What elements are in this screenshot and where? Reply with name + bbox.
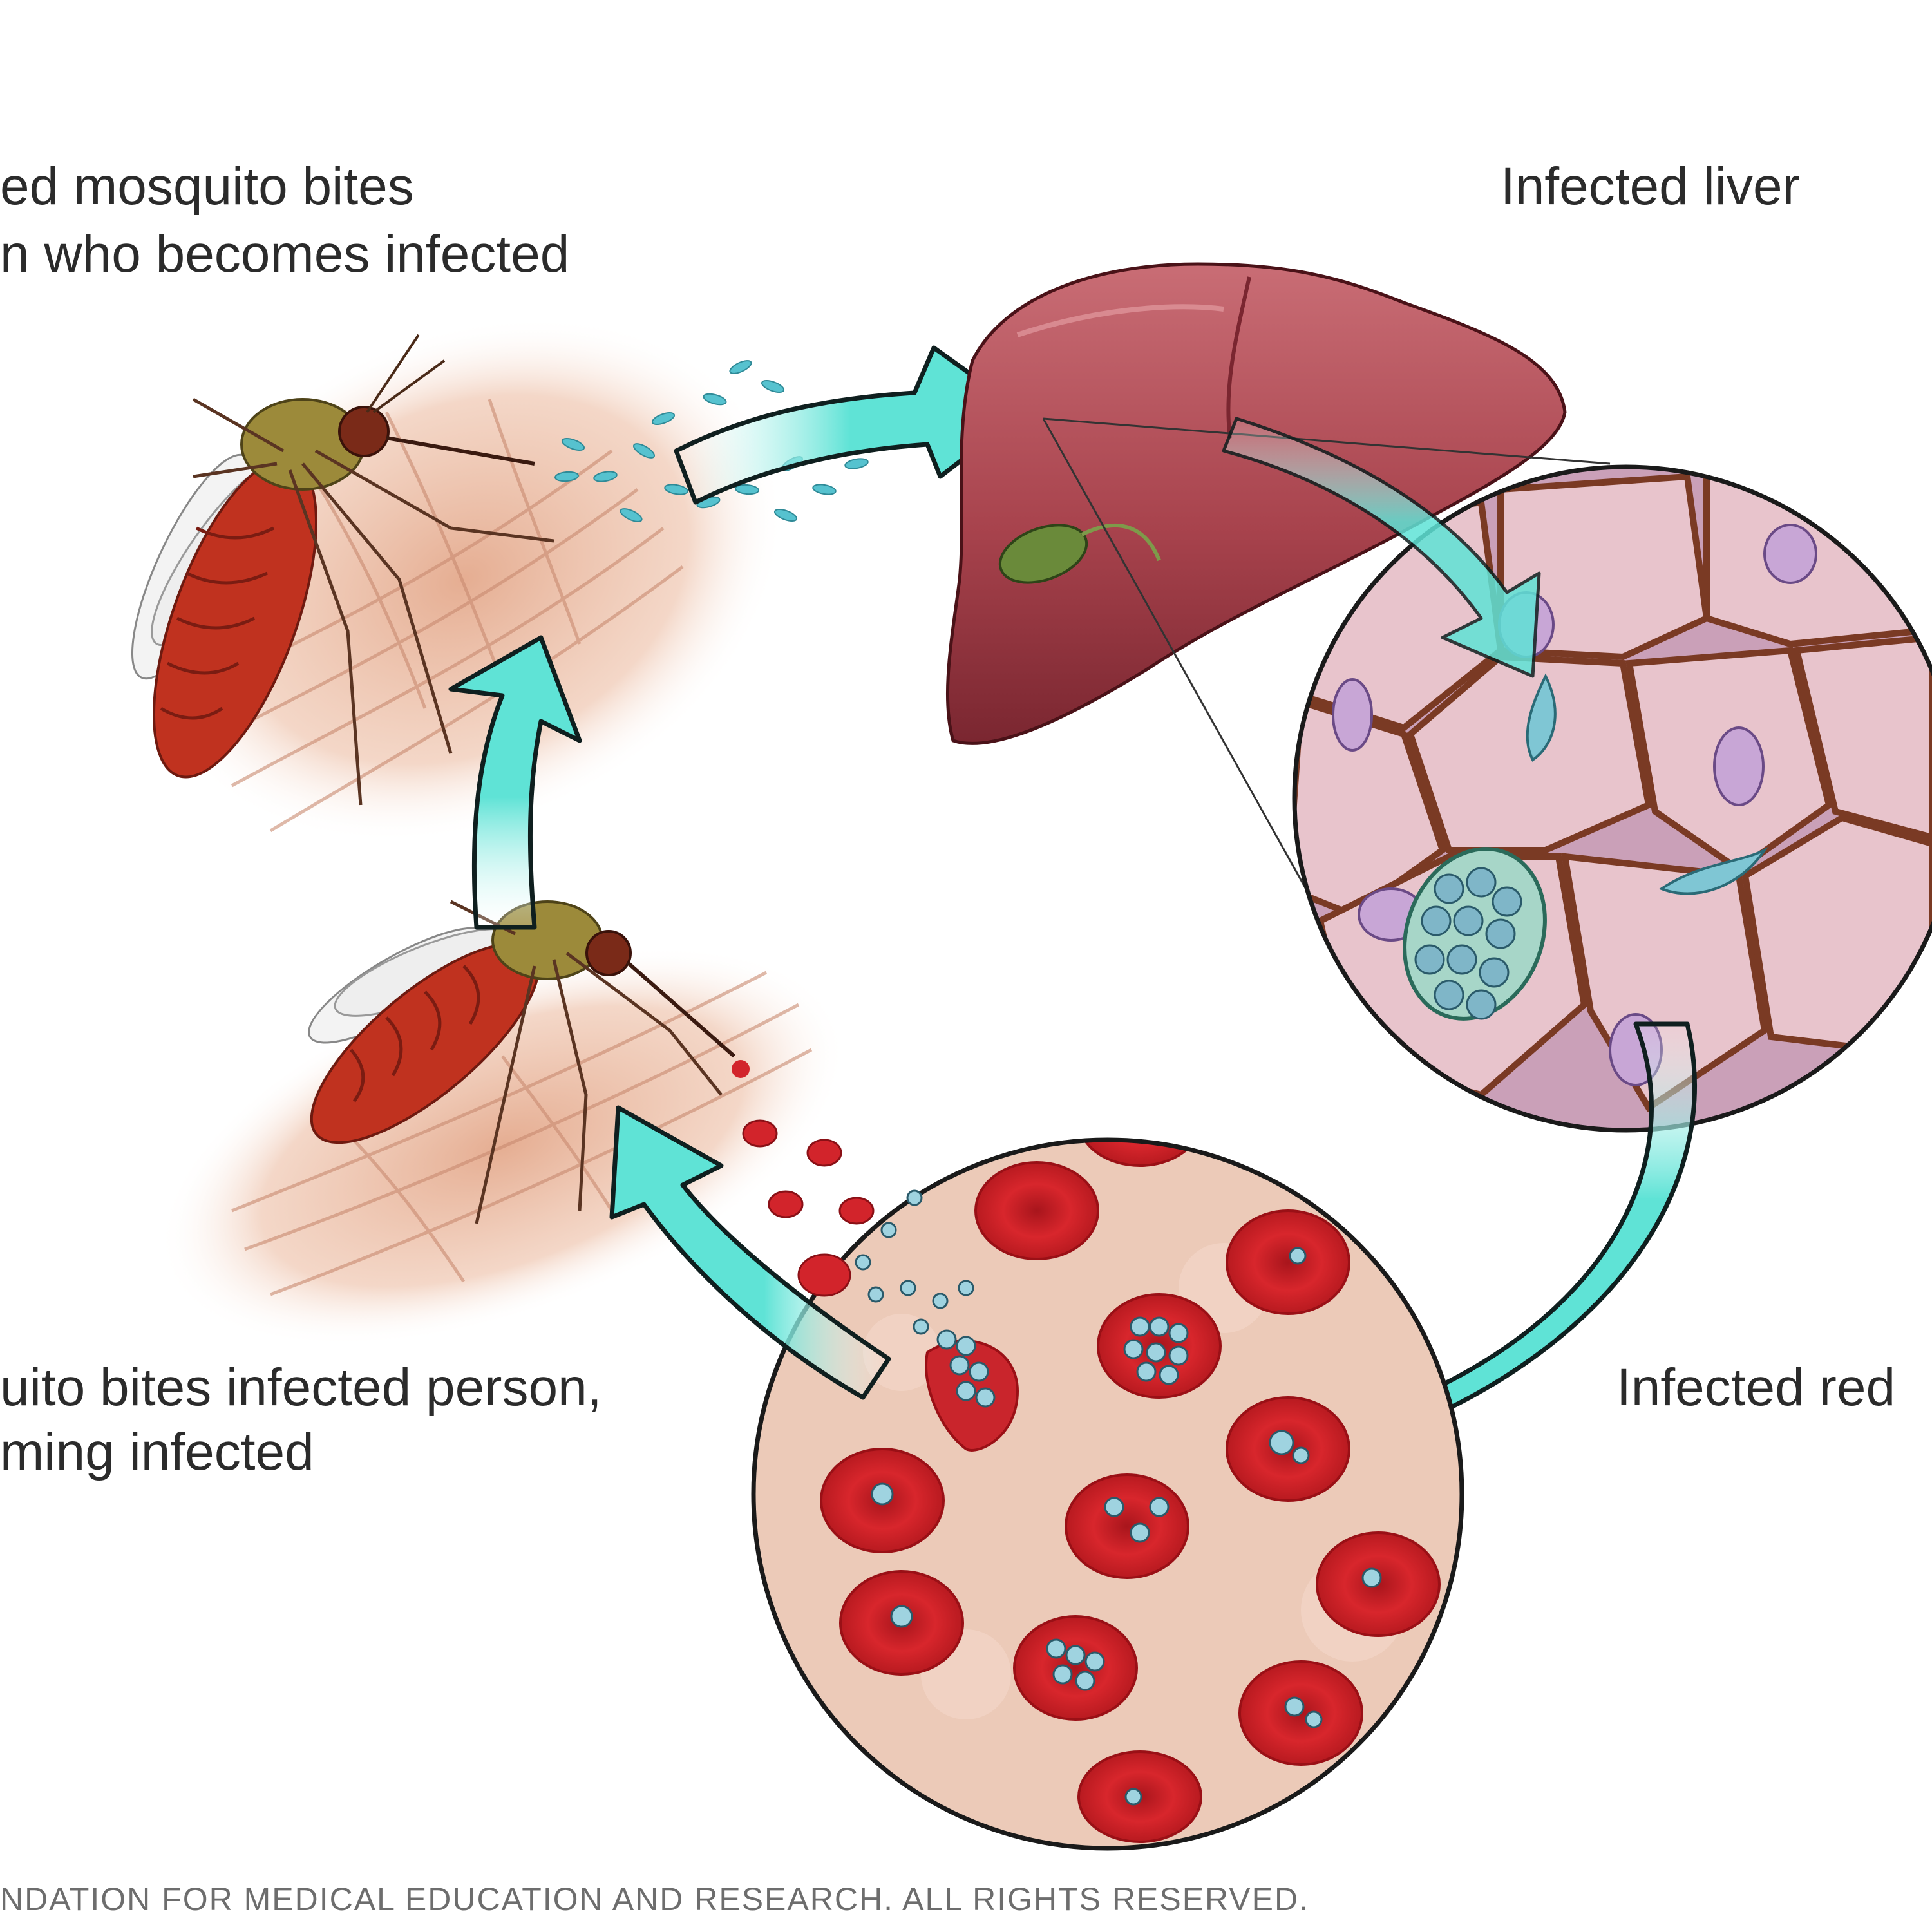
arrow-blood-to-mosquito	[609, 1105, 891, 1400]
label-mosquito-bites-infected-line1: uito bites infected person,	[0, 1358, 602, 1417]
label-infected-red: Infected red	[1616, 1358, 1896, 1417]
label-mosquito-bites-person-line2: n who becomes infected	[0, 225, 570, 283]
liver-cells-magnified	[1292, 464, 1932, 1133]
released-cells	[742, 1119, 974, 1335]
lower-mosquito	[308, 900, 750, 1224]
liver-schizont	[1403, 847, 1547, 1021]
blood-cells-magnified	[751, 1137, 1464, 1851]
arrow-mosquito-to-skin	[448, 635, 582, 930]
upper-mosquito	[131, 334, 554, 806]
copyright-notice: NDATION FOR MEDICAL EDUCATION AND RESEAR…	[0, 1881, 1309, 1917]
label-mosquito-bites-infected-line2: ming infected	[0, 1423, 314, 1481]
arrow-liver-to-cells	[1222, 417, 1541, 678]
zoom-lines	[1042, 417, 1611, 915]
label-mosquito-bites-person-line1: ed mosquito bites	[0, 157, 414, 216]
label-infected-liver: Infected liver	[1501, 157, 1800, 216]
